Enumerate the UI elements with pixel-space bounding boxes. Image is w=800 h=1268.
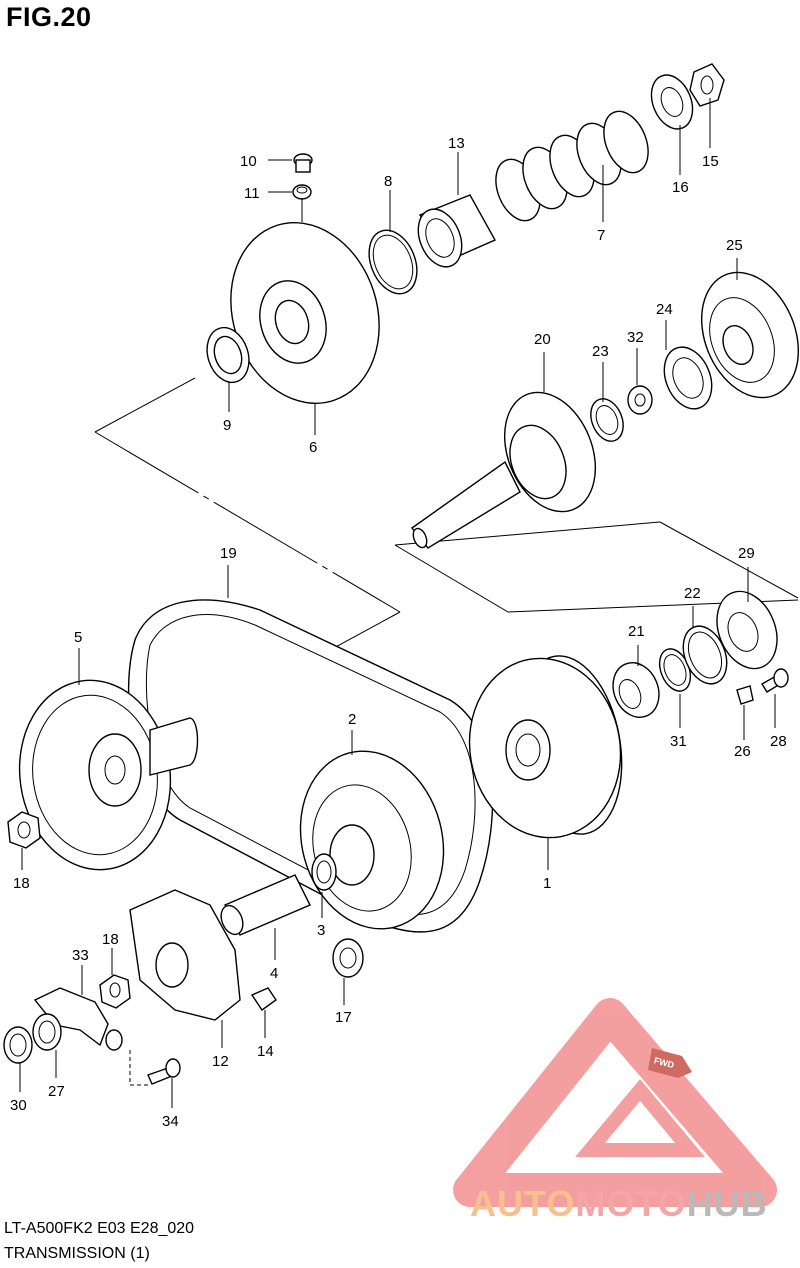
callout-29: 29 — [738, 545, 755, 562]
part-15-nut — [689, 63, 725, 107]
part-9-seal — [206, 326, 250, 384]
callout-9: 9 — [223, 417, 231, 434]
part-17-bearing — [332, 938, 364, 978]
callout-30: 30 — [10, 1097, 27, 1114]
part-32-nut — [627, 385, 653, 415]
callout-26: 26 — [734, 743, 751, 760]
part-27-seal — [32, 1013, 62, 1051]
callout-32: 32 — [627, 329, 644, 346]
part-24-bearing — [663, 346, 713, 410]
part-7-spring — [495, 110, 649, 222]
callout-7: 7 — [597, 227, 605, 244]
part-5-fixed-drive-face — [18, 679, 199, 871]
part-34-bolt — [129, 1050, 181, 1086]
callout-24: 24 — [656, 301, 673, 318]
part-12-movable-drive-face — [129, 889, 241, 1021]
callout-23: 23 — [592, 343, 609, 360]
callout-20: 20 — [534, 331, 551, 348]
part-16-spring-seat — [650, 74, 694, 130]
part-25-clutch-housing — [700, 271, 800, 399]
part-29-bearing — [716, 590, 778, 670]
callout-31: 31 — [670, 733, 687, 750]
fwd-badge-icon — [648, 1048, 692, 1078]
callout-2: 2 — [348, 711, 356, 728]
watermark-hub: HUB — [686, 1183, 768, 1224]
part-26-clip — [736, 685, 754, 705]
callout-33: 33 — [72, 947, 89, 964]
part-3-seal — [311, 853, 337, 891]
part-2-movable-driven-face — [299, 750, 445, 930]
part-23-ring — [590, 398, 624, 442]
part-30-washer — [3, 1026, 33, 1064]
callout-11: 11 — [244, 185, 260, 202]
part-18-nut-bottom — [99, 974, 131, 1009]
part-11-ring — [292, 184, 312, 200]
part-6-movable-drive-face — [230, 222, 380, 404]
callout-13: 13 — [448, 135, 465, 152]
part-4-sleeve — [220, 874, 311, 936]
callout-12: 12 — [212, 1053, 229, 1070]
callout-labels: 10 11 8 13 7 15 16 9 6 25 24 32 23 20 19… — [10, 135, 787, 1130]
callout-22: 22 — [684, 585, 701, 602]
part-10-plug — [293, 153, 313, 173]
callout-5: 5 — [74, 629, 82, 646]
callout-3: 3 — [317, 922, 325, 939]
callout-21: 21 — [628, 623, 645, 640]
part-8-o-ring — [368, 229, 418, 295]
part-22-snap-ring — [682, 625, 728, 685]
callout-4: 4 — [270, 965, 278, 982]
leader-lines — [19, 98, 776, 1108]
figure-caption: TRANSMISSION (1) — [4, 1245, 150, 1262]
figure-title: FIG.20 — [6, 2, 92, 32]
watermark-moto: MOTO — [575, 1183, 687, 1224]
callout-14: 14 — [257, 1043, 274, 1060]
callout-17: 17 — [335, 1009, 352, 1026]
section-lines — [94, 377, 799, 719]
callout-34: 34 — [162, 1113, 179, 1130]
callout-18-top: 18 — [13, 875, 30, 892]
callout-8: 8 — [384, 173, 392, 190]
callout-27: 27 — [48, 1083, 65, 1100]
part-20-driven-shaft — [410, 391, 597, 549]
part-13-collar — [417, 194, 496, 268]
callout-1: 1 — [543, 875, 551, 892]
callout-15: 15 — [702, 153, 719, 170]
watermark-logo-icon — [453, 998, 777, 1207]
part-14-slide — [250, 987, 277, 1011]
callout-10: 10 — [240, 153, 257, 170]
part-21-collar — [612, 662, 660, 718]
callout-19: 19 — [220, 545, 237, 562]
callout-18-bottom: 18 — [102, 931, 119, 948]
part-18-nut-top — [7, 811, 41, 849]
callout-28: 28 — [770, 733, 787, 750]
part-1-fixed-driven-face — [468, 655, 623, 839]
watermark-auto: AUTO — [470, 1183, 576, 1224]
part-28-bolt — [761, 668, 789, 693]
watermark-text: AUTOMOTOHUB — [470, 1183, 768, 1225]
figure-code: LT-A500FK2 E03 E28_020 — [4, 1220, 195, 1237]
callout-6: 6 — [309, 439, 317, 456]
callout-25: 25 — [726, 237, 743, 254]
callout-16: 16 — [672, 179, 689, 196]
